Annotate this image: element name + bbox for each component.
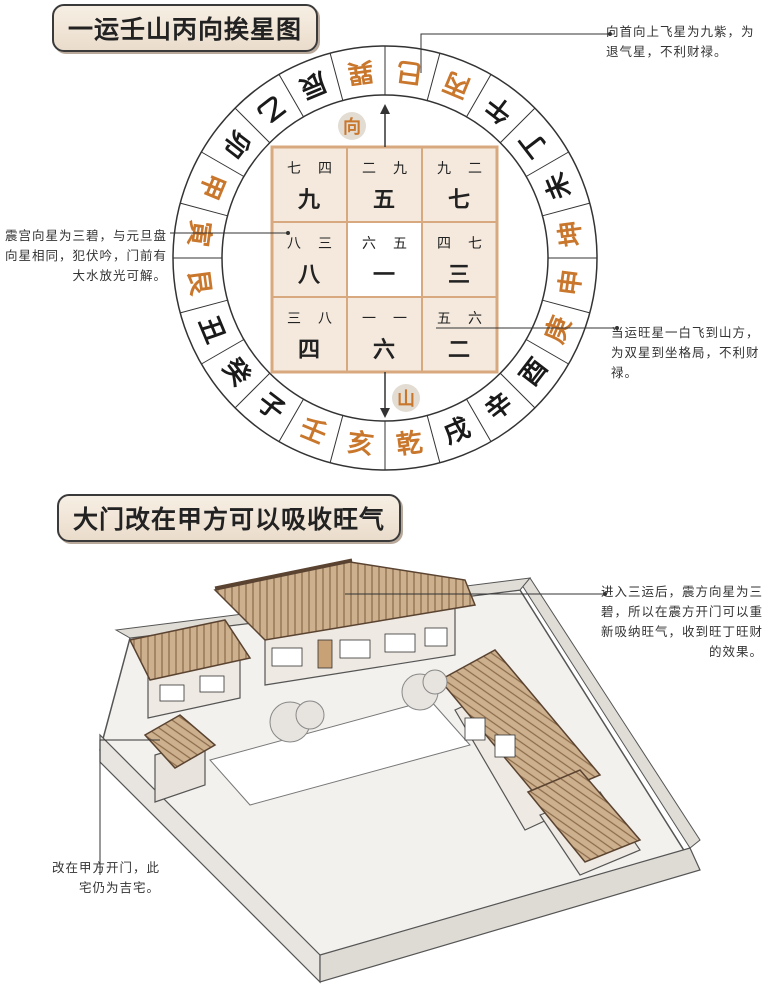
ring-divider <box>542 202 590 217</box>
ring-divider <box>278 74 304 118</box>
main-hall-door <box>317 639 333 669</box>
ring-divider <box>466 74 492 118</box>
grid-cells: 七四九二九五九二七八三八六五一四七三三八四一一六五六二 <box>287 161 482 363</box>
facing-arrow-head <box>380 104 390 114</box>
inner-courtyard <box>209 699 471 806</box>
leader-dot <box>286 231 290 235</box>
leader-line <box>99 739 160 875</box>
ring-divider <box>278 398 304 442</box>
main-hall-windows <box>271 627 448 667</box>
courtyard-illustration <box>99 558 701 984</box>
direction-label: 向 <box>343 116 361 138</box>
ring-dividers <box>173 46 597 470</box>
main-hall-ridge <box>214 558 353 590</box>
mountain-arrow-head <box>380 408 390 418</box>
mountain-star: 四 <box>437 236 451 252</box>
ring-character: 申 <box>555 268 588 298</box>
ring-divider <box>426 415 441 463</box>
facing-star: 四 <box>318 161 332 177</box>
ring-divider <box>466 398 492 442</box>
direction-badge <box>338 112 366 140</box>
mountain-star: 九 <box>437 161 451 177</box>
facing-star: 二 <box>468 161 482 177</box>
facing-star: 八 <box>318 311 332 327</box>
east-wing-windows <box>464 717 516 758</box>
annotation-zhen-palace: 震宫向星为三碧，与元旦盘向星相同，犯伏吟，门前有大水放光可解。 <box>4 228 167 283</box>
ring-character: 寅 <box>182 219 216 249</box>
compass-diagram: 壬子癸丑艮寅甲卯乙辰巽巳丙午丁未坤申庚酉辛戌乾亥 七四九二九五九二七八三八六五一… <box>170 32 619 471</box>
ring-divider <box>329 53 344 101</box>
main-hall-roof <box>213 561 477 641</box>
period-star: 九 <box>297 187 320 213</box>
leader-dot <box>615 326 619 330</box>
gate-roof <box>143 714 217 769</box>
leader-dot <box>603 592 607 596</box>
ring-divider <box>234 107 271 144</box>
facing-star: 六 <box>468 311 482 327</box>
mountain-badge <box>392 384 420 412</box>
mountain-star: 八 <box>287 236 301 252</box>
ring-character: 亥 <box>346 427 376 461</box>
ring-divider <box>499 107 536 144</box>
ring-character: 乾 <box>395 428 425 461</box>
facing-star: 三 <box>318 236 332 252</box>
ring-divider <box>499 372 536 409</box>
annotation-third-period: 进入三运后，震方向星为三碧，所以在震方开门可以重新吸纳旺气，收到旺丁旺财的效果。 <box>600 584 763 659</box>
outer-wall-front <box>319 847 701 983</box>
ring-divider <box>180 202 228 217</box>
facing-star: 七 <box>468 236 482 252</box>
period-star: 七 <box>448 187 470 213</box>
courtyard-trees <box>269 669 448 743</box>
annotation-gate: 改在甲方开门，此宅仍为吉宅。 <box>51 860 160 895</box>
ring-divider <box>329 415 344 463</box>
facing-star: 九 <box>393 161 407 177</box>
ring-divider <box>426 53 441 101</box>
illustration-title: 大门改在甲方可以吸收旺气 <box>57 494 402 542</box>
leader-dot <box>608 32 612 36</box>
ring-divider <box>180 299 228 314</box>
period-star: 四 <box>298 337 320 363</box>
west-wing-roof <box>128 619 252 681</box>
period-star: 二 <box>448 337 470 363</box>
mountain-label: 山 <box>397 389 415 410</box>
ring-divider <box>525 151 569 177</box>
ring-divider <box>542 299 590 314</box>
east-wing-roof <box>438 649 602 801</box>
facing-star: 一 <box>393 311 407 327</box>
period-star: 一 <box>373 262 395 288</box>
period-star: 八 <box>298 262 321 288</box>
west-wing-windows <box>159 675 225 702</box>
ring-divider <box>525 339 569 365</box>
mountain-star: 六 <box>362 236 376 252</box>
ring-divider <box>201 151 245 177</box>
facing-star: 五 <box>393 236 407 252</box>
ring-divider <box>201 339 245 365</box>
corner-room-roof <box>526 769 642 863</box>
ring-character: 巽 <box>346 55 376 88</box>
center-cell <box>347 222 422 297</box>
mountain-star: 七 <box>287 161 301 177</box>
leader-line <box>420 33 610 73</box>
period-star: 五 <box>373 187 395 213</box>
ring-character: 艮 <box>182 268 215 299</box>
annotation-facing-star: 向首向上飞星为九紫，为退气星，不利财禄。 <box>606 24 755 59</box>
mountain-star: 三 <box>287 311 301 327</box>
period-star: 三 <box>448 262 470 288</box>
annotation-prosperous-star: 当运旺星一白飞到山方，为双星到坐格局，不利财禄。 <box>611 325 760 380</box>
mountain-star: 二 <box>362 161 376 177</box>
mountain-star: 一 <box>362 311 376 327</box>
diagram-title: 一运壬山丙向挨星图 <box>52 4 319 52</box>
period-star: 六 <box>373 337 395 363</box>
ring-character: 巳 <box>395 55 425 88</box>
mountain-star: 五 <box>437 311 451 327</box>
ring-character: 坤 <box>555 219 588 249</box>
ring-divider <box>234 372 271 409</box>
